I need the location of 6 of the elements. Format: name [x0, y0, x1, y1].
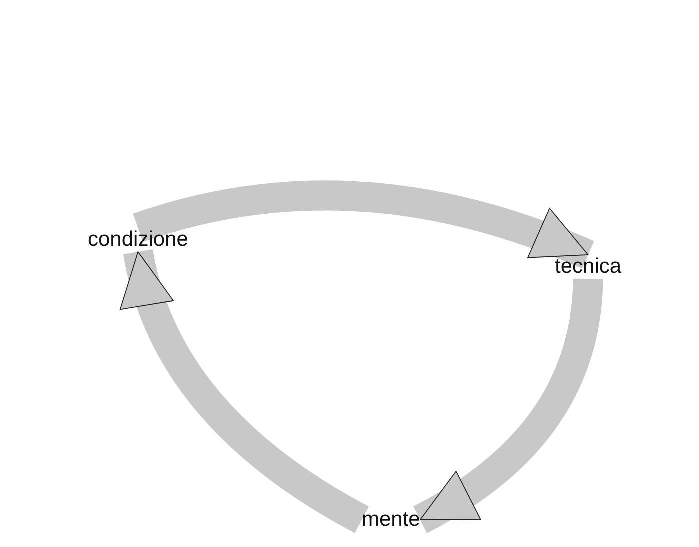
- node-label: mente: [362, 508, 420, 532]
- node-label: tecnica: [555, 255, 622, 279]
- block-arrow: [134, 180, 594, 269]
- block-arrow: [122, 248, 370, 534]
- node-label: condizione: [88, 228, 188, 252]
- block-arrow: [413, 278, 604, 534]
